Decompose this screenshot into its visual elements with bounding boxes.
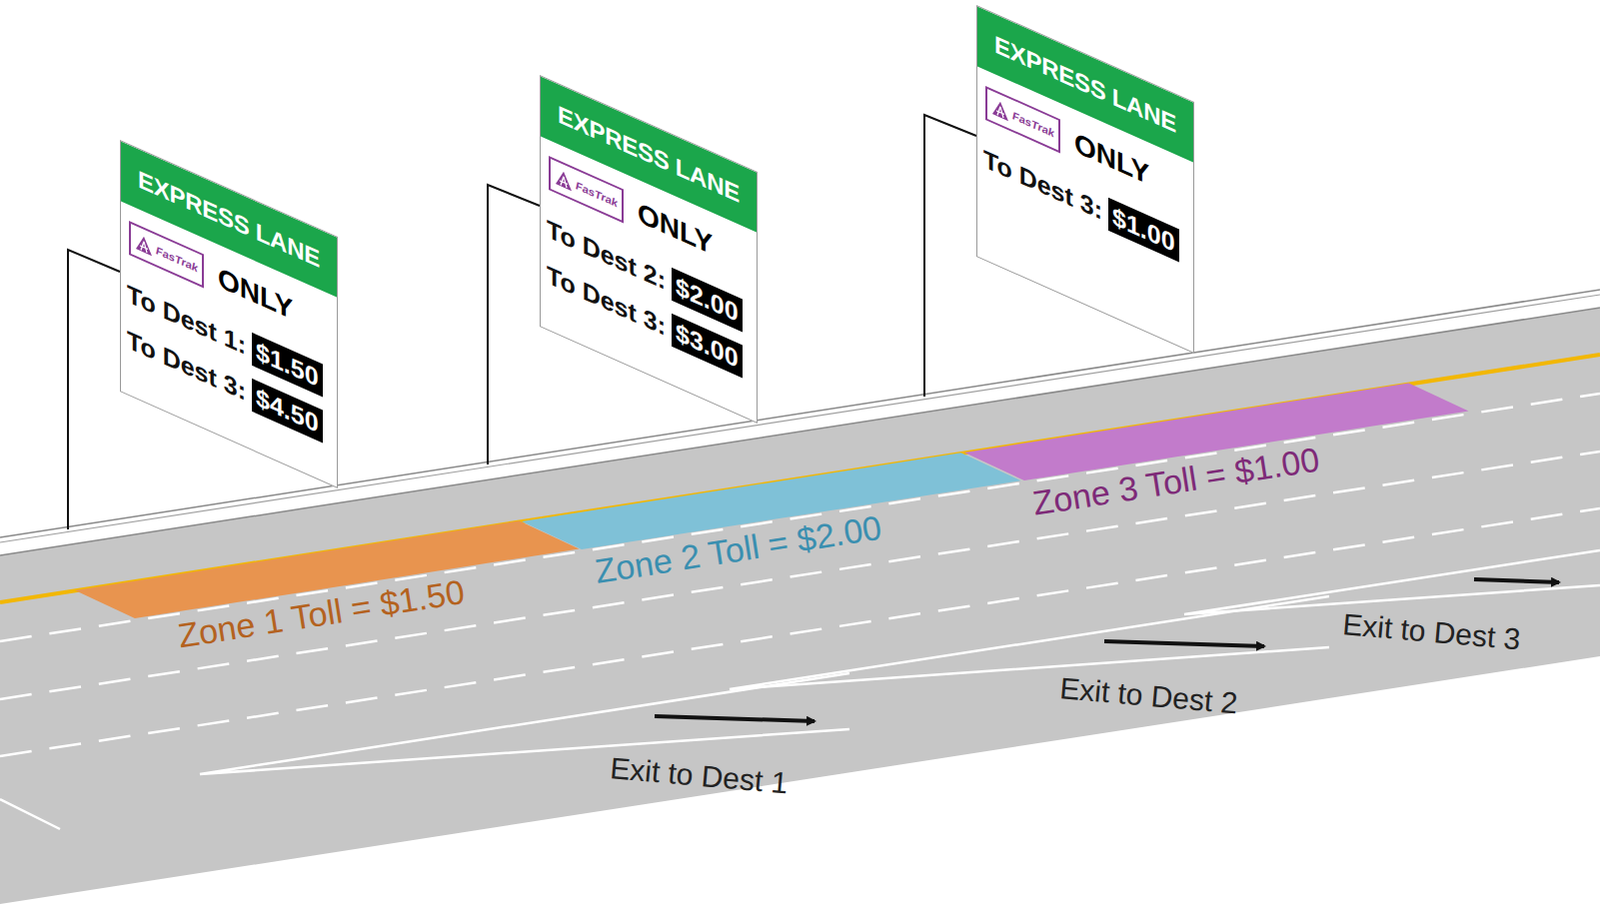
logo-text: FasTrak: [575, 178, 618, 210]
logo-text: FasTrak: [1012, 108, 1055, 140]
toll-zone: Zone 3 Toll = $1.00: [964, 382, 1424, 542]
toll-zone: Zone 1 Toll = $1.50: [74, 520, 534, 680]
exit-label: Exit to Dest 2: [1058, 671, 1240, 721]
lane-line: [0, 451, 1600, 700]
overhead-sign: EXPRESS LANEFasTrakONLYTo Dest 3:$1.00: [976, 4, 1195, 354]
sign-pole: [67, 249, 120, 530]
sign-pole: [487, 184, 540, 465]
exit-arrow: [654, 716, 815, 722]
logo-text: FasTrak: [155, 243, 198, 275]
fastrak-icon: [991, 96, 1010, 123]
lane-line: [0, 508, 1600, 757]
gore-marking: [1184, 550, 1600, 615]
fastrak-icon: [134, 231, 153, 258]
toll-price: $1.00: [1108, 196, 1180, 261]
toll-zone: Zone 2 Toll = $2.00: [521, 452, 976, 611]
fastrak-icon: [554, 166, 573, 193]
exit-arrow: [1474, 579, 1560, 583]
sign-pole: [924, 114, 977, 397]
gore-marking: [0, 799, 60, 830]
exit-label: Exit to Dest 1: [608, 751, 790, 801]
overhead-sign: EXPRESS LANEFasTrakONLYTo Dest 1:$1.50To…: [119, 139, 338, 489]
exit-label: Exit to Dest 3: [1341, 607, 1523, 657]
exit-arrow: [1104, 641, 1265, 647]
road-surface: [0, 307, 1600, 905]
overhead-sign: EXPRESS LANEFasTrakONLYTo Dest 2:$2.00To…: [539, 74, 758, 424]
